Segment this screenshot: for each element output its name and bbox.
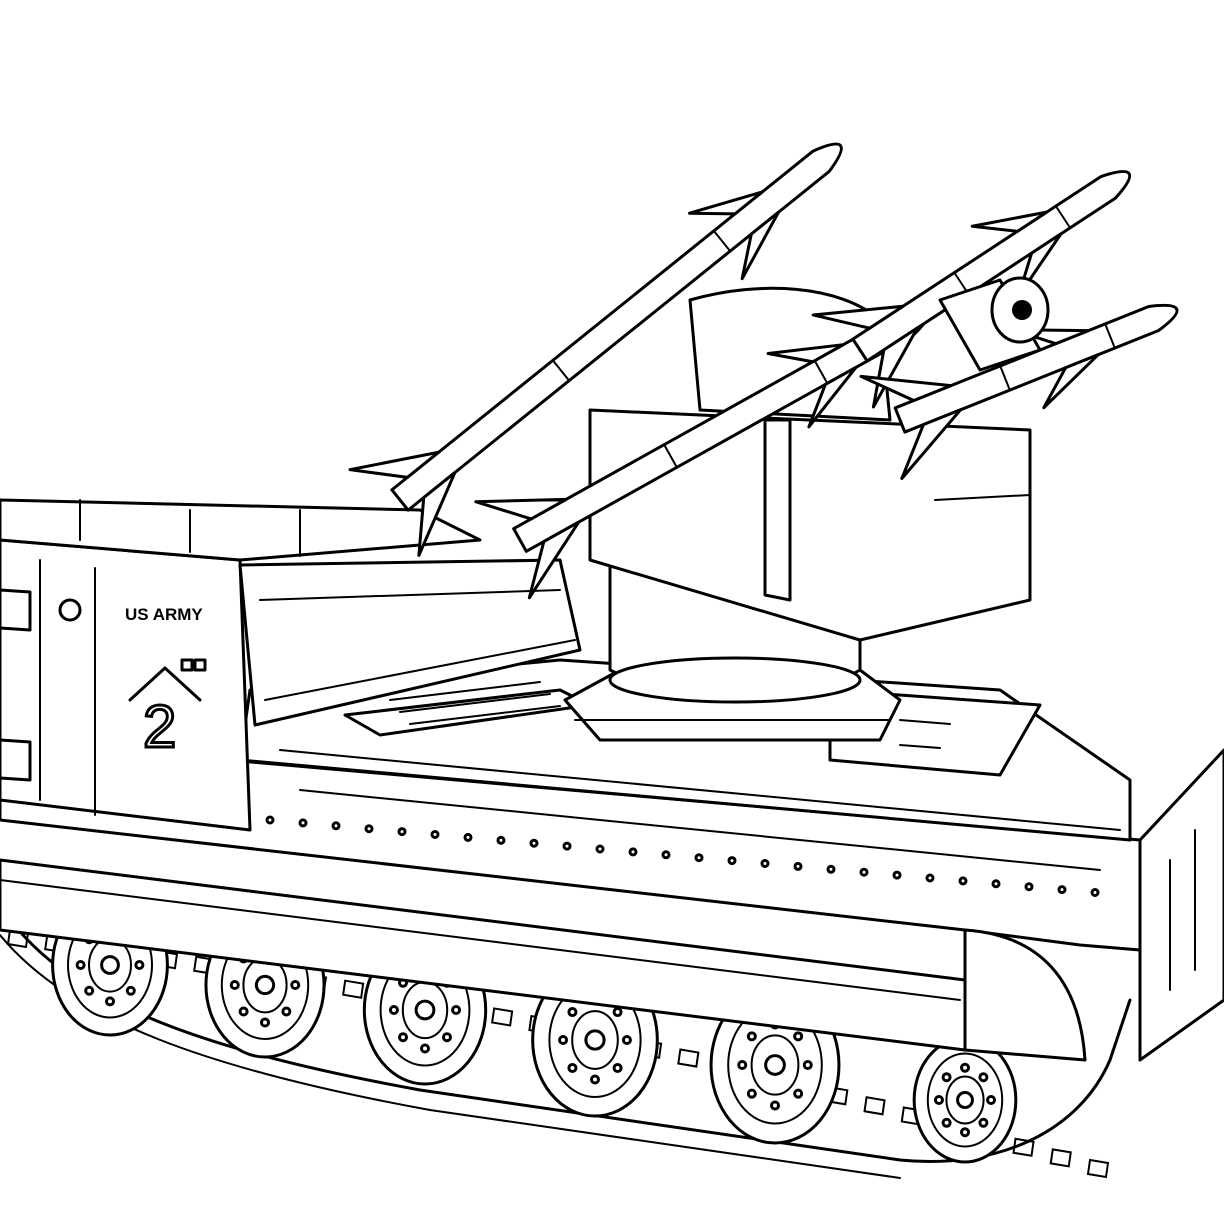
track-link [1086, 1158, 1110, 1179]
rivet [463, 832, 473, 842]
missiles [348, 142, 1179, 600]
vehicle-marking: US ARMY [125, 605, 203, 624]
radar-seeker [938, 276, 1050, 372]
hull [0, 658, 1224, 1062]
rivet [1057, 885, 1067, 895]
missile [348, 142, 843, 557]
rivet [793, 861, 803, 871]
rivet [859, 867, 869, 877]
track-link [863, 1096, 886, 1116]
rivet [298, 818, 308, 828]
rivet [496, 835, 506, 845]
rivet [331, 821, 341, 831]
rivet [991, 879, 1001, 889]
track-link [342, 979, 365, 999]
rivet [529, 838, 539, 848]
rivet [892, 870, 902, 880]
unit-number: 2 [143, 693, 176, 760]
rivet [760, 859, 770, 868]
rivet [595, 844, 605, 854]
missile [859, 303, 1179, 480]
track-link [491, 1007, 514, 1027]
rivet [1024, 882, 1034, 892]
rivet [430, 830, 440, 839]
rivet [661, 850, 671, 860]
rivet [727, 856, 737, 866]
rivet [1090, 888, 1100, 897]
rivet [364, 824, 374, 834]
rivet [397, 827, 407, 837]
track-link [1049, 1148, 1072, 1168]
road-wheel [912, 1036, 1018, 1164]
missile [811, 170, 1132, 409]
rivet-row [265, 815, 1100, 897]
rivet [562, 841, 572, 851]
rivet [265, 815, 275, 825]
rivet [694, 853, 704, 863]
rivet [958, 876, 968, 886]
track-link [1012, 1137, 1035, 1157]
cab: US ARMY 2 [0, 498, 582, 832]
rivet [925, 873, 935, 883]
rivet [628, 847, 638, 857]
rivet [826, 864, 836, 874]
track-link [677, 1048, 700, 1068]
